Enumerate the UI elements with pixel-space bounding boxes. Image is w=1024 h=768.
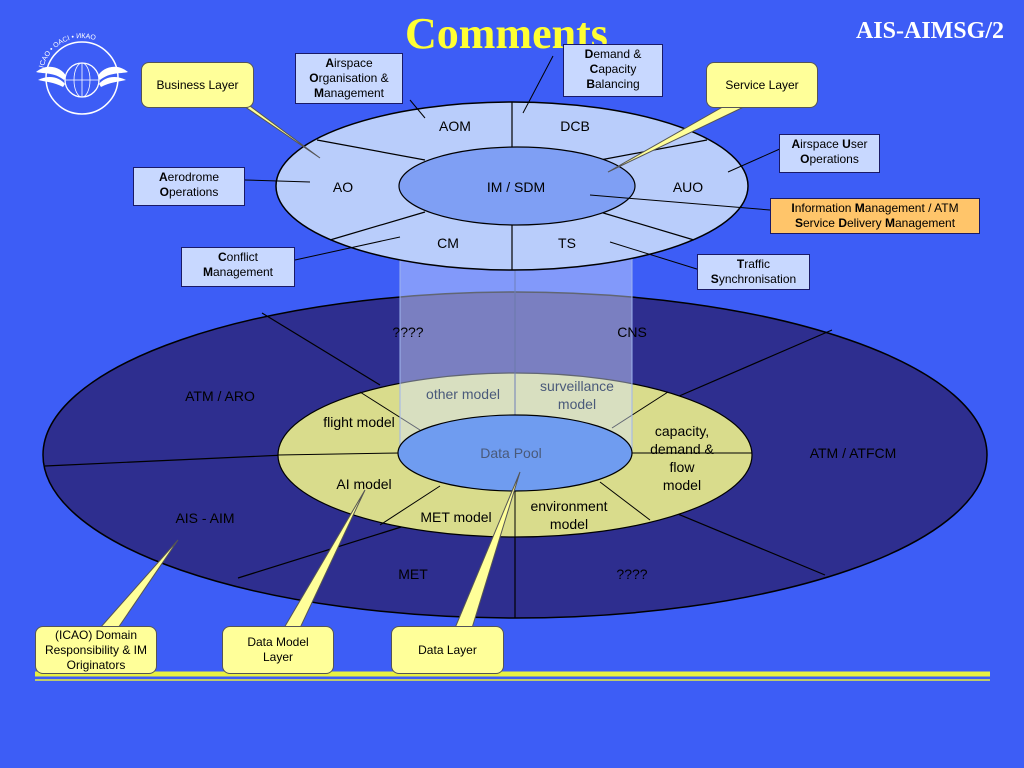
callout-business-layer: Business Layer <box>141 62 254 108</box>
segment-auo: AUO <box>673 179 703 195</box>
segment-ao: AO <box>333 179 353 195</box>
legend-ao: Aerodrome Operations <box>133 167 245 206</box>
outer-label-q1: ???? <box>392 324 423 340</box>
outer-ring-labels: ???? CNS ATM / ARO ATM / ATFCM AIS - AIM… <box>175 324 896 582</box>
model-surveillance-2: model <box>558 396 596 412</box>
model-environment-1: environment <box>530 498 607 514</box>
segment-dcb: DCB <box>560 118 590 134</box>
legend-cm: Conflict Management <box>181 247 295 287</box>
model-other: other model <box>426 386 500 402</box>
legend-auo: Airspace User Operations <box>779 134 880 173</box>
data-pool-label: Data Pool <box>480 445 541 461</box>
model-ring-labels: other model surveillance model flight mo… <box>323 378 714 532</box>
service-center-label: IM / SDM <box>487 179 545 195</box>
icao-logo-text: ICAO • OACI • ИКАО <box>38 33 97 69</box>
service-center <box>398 146 636 226</box>
document-code: AIS-AIMSG/2 <box>855 18 1004 44</box>
service-ring-labels: AOM DCB AO IM / SDM AUO CM TS <box>333 118 703 251</box>
legend-dcb: Demand & Capacity Balancing <box>563 44 663 97</box>
legend-ts: Traffic Synchronisation <box>697 254 810 290</box>
leader-lines <box>244 55 783 271</box>
callout-icao-domain: (ICAO) Domain Responsibility & IM Origin… <box>35 626 157 674</box>
legend-aom: Airspace Organisation & Management <box>295 53 403 104</box>
segment-ts: TS <box>558 235 576 251</box>
outer-label-cns: CNS <box>617 324 647 340</box>
model-capacity-1: capacity, <box>655 423 709 439</box>
model-flight: flight model <box>323 414 395 430</box>
model-ai: AI model <box>336 476 391 492</box>
callout-pointers <box>98 99 752 629</box>
model-environment-2: model <box>550 516 588 532</box>
callout-data-layer: Data Layer <box>391 626 504 674</box>
segment-aom: AOM <box>439 118 471 134</box>
model-capacity-2: demand & <box>650 441 714 457</box>
callout-service-layer: Service Layer <box>706 62 818 108</box>
outer-label-q2: ???? <box>616 566 647 582</box>
segment-cm: CM <box>437 235 459 251</box>
outer-label-atm-aro: ATM / ARO <box>185 388 255 404</box>
model-capacity-4: model <box>663 477 701 493</box>
data-pool <box>397 414 633 492</box>
svg-text:ICAO • OACI • ИКАО: ICAO • OACI • ИКАО <box>38 33 97 69</box>
model-surveillance-1: surveillance <box>540 378 614 394</box>
service-ring-dividers <box>316 102 708 270</box>
model-capacity-3: flow <box>670 459 696 475</box>
callout-data-model-layer: Data Model Layer <box>222 626 334 674</box>
outer-label-ais-aim: AIS - AIM <box>175 510 234 526</box>
legend-im-sdm: Information Management / ATM Service Del… <box>770 198 980 234</box>
outer-label-met: MET <box>398 566 428 582</box>
outer-label-atm-atfcm: ATM / ATFCM <box>810 445 897 461</box>
model-met: MET model <box>420 509 491 525</box>
icao-logo <box>36 41 128 115</box>
